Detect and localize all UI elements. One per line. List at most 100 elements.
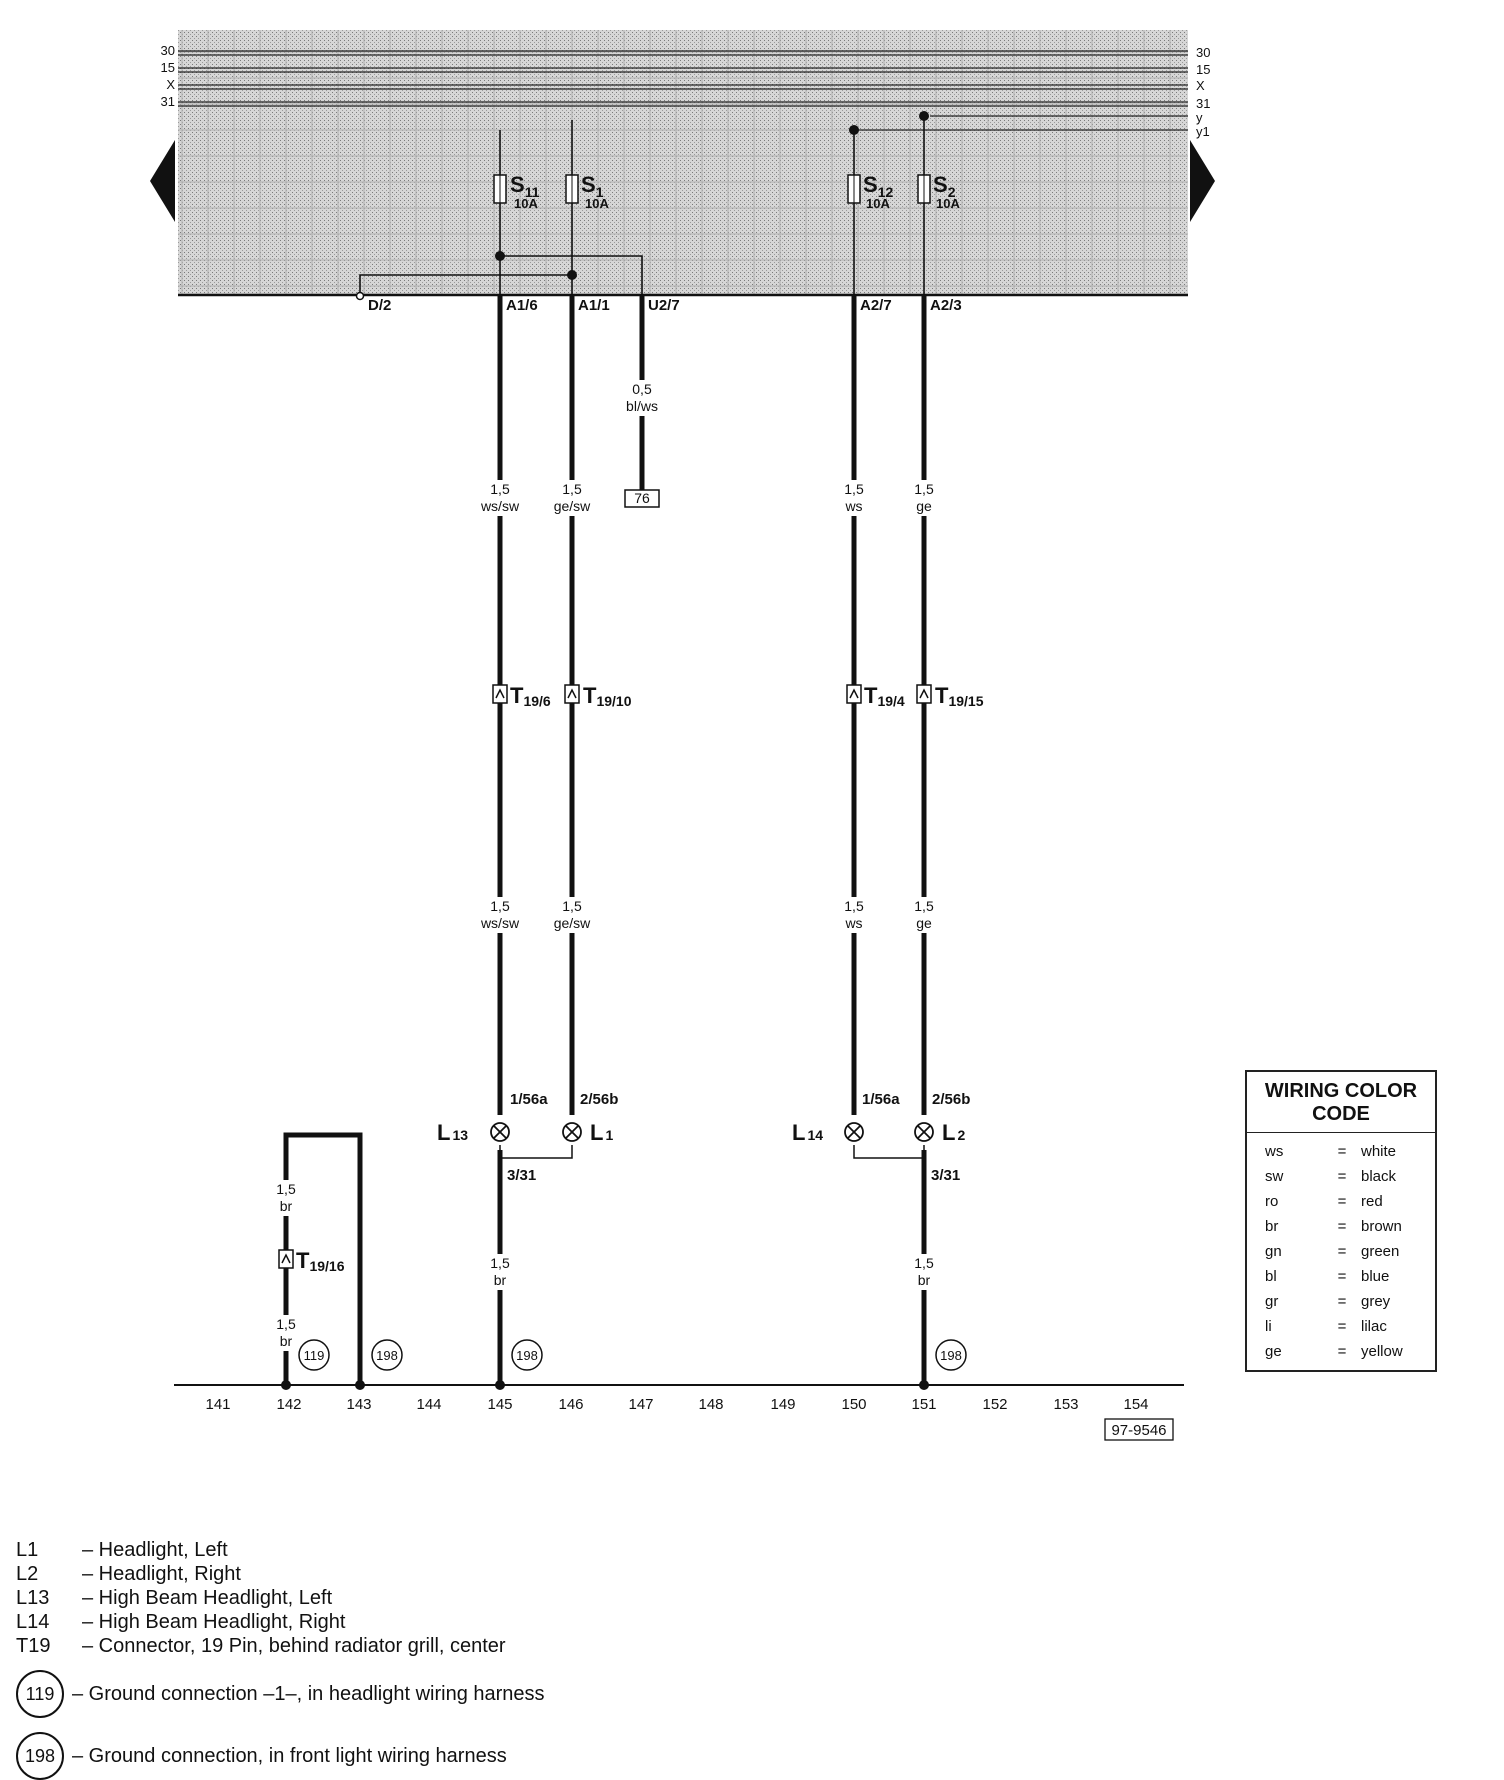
svg-text:T19/15: T19/15 xyxy=(935,683,984,709)
svg-text:T19/6: T19/6 xyxy=(510,683,551,709)
terminal-label: A1/6 xyxy=(506,297,538,314)
pin-label: 1/56a xyxy=(510,1091,548,1108)
diagram-id: 97-9546 xyxy=(1111,1422,1166,1439)
svg-text:10A: 10A xyxy=(514,196,538,211)
bus-label-left: 15 xyxy=(161,60,175,75)
svg-text:1,5: 1,5 xyxy=(844,898,864,914)
legend-item: T19 – Connector, 19 Pin, behind radiator… xyxy=(16,1634,816,1658)
bus-label-right: 15 xyxy=(1196,62,1210,77)
color-code-name: brown xyxy=(1361,1218,1402,1235)
svg-text:146: 146 xyxy=(558,1396,583,1413)
wires xyxy=(283,295,927,1385)
color-code-equals: = xyxy=(1337,1343,1347,1360)
color-code-equals: = xyxy=(1337,1218,1347,1235)
color-code-equals: = xyxy=(1337,1293,1347,1310)
color-code-abbrev: bl xyxy=(1265,1268,1277,1285)
terminal-label: A2/3 xyxy=(930,297,962,314)
svg-text:148: 148 xyxy=(698,1396,723,1413)
legend-description: – High Beam Headlight, Left xyxy=(82,1586,333,1609)
terminal-label: A1/1 xyxy=(578,297,610,314)
svg-text:147: 147 xyxy=(628,1396,653,1413)
color-code-row: gr = grey xyxy=(1247,1289,1435,1314)
svg-text:76: 76 xyxy=(634,490,650,506)
ground-marker-198: 198 xyxy=(511,1339,543,1371)
svg-text:119: 119 xyxy=(304,1348,325,1363)
fuse-s11: S11 10A xyxy=(493,172,540,211)
panel-continuation-arrow-left xyxy=(150,140,175,222)
svg-text:ws/sw: ws/sw xyxy=(480,915,520,931)
color-code-abbrev: gn xyxy=(1265,1243,1282,1260)
connectors: T19/6 T19/10 T19/4 T19/15 T19/16 xyxy=(278,683,984,1274)
legend-item: L14 – High Beam Headlight, Right xyxy=(16,1610,816,1634)
legend-description: – Headlight, Right xyxy=(82,1562,241,1585)
legend-item: L1 – Headlight, Left xyxy=(16,1538,816,1562)
svg-text:1,5: 1,5 xyxy=(490,1255,510,1271)
svg-text:198: 198 xyxy=(940,1348,962,1363)
component-legend: L1 – Headlight, Left L2 – Headlight, Rig… xyxy=(16,1538,816,1780)
bus-label-left: X xyxy=(166,77,175,92)
terminal-label: U2/7 xyxy=(648,297,680,314)
color-code-row: ge = yellow xyxy=(1247,1339,1435,1364)
svg-text:143: 143 xyxy=(346,1396,371,1413)
color-code-title: WIRING COLOR CODE xyxy=(1247,1072,1435,1133)
connector-t19-10: T19/10 xyxy=(564,683,632,709)
svg-text:ge/sw: ge/sw xyxy=(554,915,591,931)
color-code-abbrev: ws xyxy=(1265,1143,1284,1160)
svg-text:S12: S12 xyxy=(863,172,893,200)
ground-marker-198: 198 xyxy=(935,1339,967,1371)
color-code-abbrev: li xyxy=(1265,1318,1272,1335)
legend-item: L2 – Headlight, Right xyxy=(16,1562,816,1586)
legend-description: – Ground connection –1–, in headlight wi… xyxy=(72,1682,545,1705)
pin-label: 2/56b xyxy=(932,1091,970,1108)
svg-text:198: 198 xyxy=(376,1348,398,1363)
svg-text:br: br xyxy=(494,1272,507,1288)
fuse-panel: 30 15 X 31 30 15 X 31 y y1 S11 10A xyxy=(150,30,1215,314)
svg-text:1,5: 1,5 xyxy=(562,481,582,497)
connector-t19-16: T19/16 xyxy=(278,1248,345,1274)
connector-t19-6: T19/6 xyxy=(492,683,551,709)
color-code-equals: = xyxy=(1337,1193,1347,1210)
ground-marker-119: 119 xyxy=(298,1339,330,1371)
svg-text:1,5: 1,5 xyxy=(914,1255,934,1271)
svg-text:ge: ge xyxy=(916,915,932,931)
svg-text:ge: ge xyxy=(916,498,932,514)
color-code-abbrev: sw xyxy=(1265,1168,1284,1185)
color-code-abbrev: ge xyxy=(1265,1343,1282,1360)
color-code-row: ro = red xyxy=(1247,1189,1435,1214)
bus-label-right: y xyxy=(1196,110,1203,125)
pin-label: 2/56b xyxy=(580,1091,618,1108)
svg-text:1,5: 1,5 xyxy=(914,481,934,497)
color-code-row: li = lilac xyxy=(1247,1314,1435,1339)
svg-text:153: 153 xyxy=(1053,1396,1078,1413)
svg-text:T19/4: T19/4 xyxy=(864,683,905,709)
color-code-abbrev: br xyxy=(1265,1218,1279,1235)
svg-text:ws/sw: ws/sw xyxy=(480,498,520,514)
ground-bus: 119 198 198 198 xyxy=(174,1339,1184,1390)
svg-text:ws: ws xyxy=(844,915,862,931)
svg-text:S1: S1 xyxy=(581,172,604,200)
svg-text:T19/16: T19/16 xyxy=(296,1248,345,1274)
color-code-row: bl = blue xyxy=(1247,1264,1435,1289)
fuse-s12: S12 10A xyxy=(847,172,893,211)
connector-t19-4: T19/4 xyxy=(846,683,905,709)
svg-text:0,5: 0,5 xyxy=(632,381,652,397)
svg-text:ws: ws xyxy=(844,498,862,514)
pin-label: 3/31 xyxy=(931,1167,960,1184)
color-code-abbrev: ro xyxy=(1265,1193,1279,1210)
color-code-name: blue xyxy=(1361,1268,1390,1285)
color-code-name: black xyxy=(1361,1168,1397,1185)
svg-text:154: 154 xyxy=(1123,1396,1148,1413)
svg-text:br: br xyxy=(280,1198,293,1214)
color-code-equals: = xyxy=(1337,1143,1347,1160)
color-code-name: grey xyxy=(1361,1293,1391,1310)
svg-text:br: br xyxy=(918,1272,931,1288)
legend-description: – High Beam Headlight, Right xyxy=(82,1610,346,1633)
color-code-name: white xyxy=(1361,1143,1397,1160)
svg-text:10A: 10A xyxy=(585,196,609,211)
svg-text:10A: 10A xyxy=(866,196,890,211)
svg-text:1,5: 1,5 xyxy=(276,1181,296,1197)
legend-description: – Ground connection, in front light wiri… xyxy=(72,1744,507,1767)
pin-label: 1/56a xyxy=(862,1091,900,1108)
